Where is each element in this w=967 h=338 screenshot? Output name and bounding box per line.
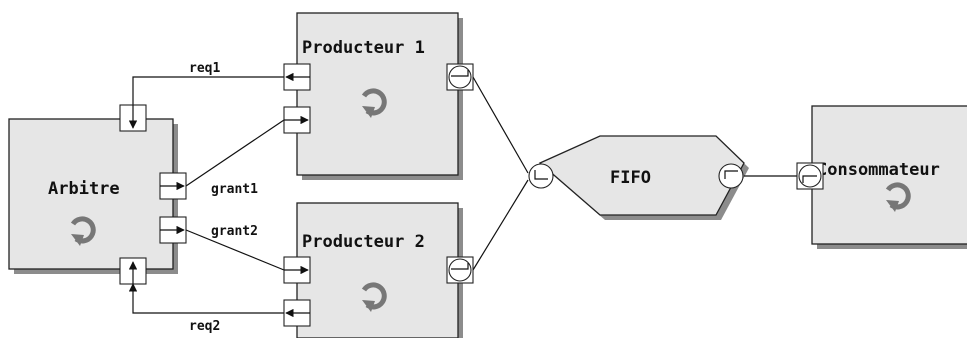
producteur2-title: Producteur 2 (302, 232, 425, 252)
arbitre-component: Arbitre (8, 118, 178, 274)
consommateur-fifo-port (796, 162, 824, 190)
producteur1-grant1-port (283, 106, 311, 134)
producteur2-grant2-port (283, 256, 311, 284)
fifo-write-wire-2 (472, 179, 529, 271)
producteur1-req1-port (283, 63, 311, 91)
producteur2-component: Producteur 2 (296, 202, 463, 338)
fifo-in-port (528, 163, 554, 189)
req2-wire (128, 283, 284, 314)
req1-wire (128, 76, 284, 119)
arbitre-grant1-port (159, 172, 187, 200)
grant1-label: grant1 (211, 182, 258, 197)
grant1-wire (185, 119, 285, 187)
fifo-component: FIFO (538, 135, 749, 220)
arbitre-req2-port (119, 257, 147, 285)
req1-label: req1 (189, 61, 220, 76)
req2-label: req2 (189, 319, 220, 334)
arbitre-req1-port (119, 104, 147, 132)
arbitre-grant2-port (159, 216, 187, 244)
fifo-write-wire-1 (472, 76, 529, 174)
producteur1-component: Producteur 1 (296, 12, 463, 180)
producteur2-fifo-port (446, 256, 474, 284)
fifo-title: FIFO (610, 168, 651, 188)
grant2-label: grant2 (211, 224, 258, 239)
producteur1-fifo-port (446, 63, 474, 91)
fifo-out-port (718, 163, 744, 189)
producteur1-title: Producteur 1 (302, 38, 425, 58)
consommateur-title: Consommateur (817, 160, 940, 180)
producteur2-req2-port (283, 299, 311, 327)
consommateur-component: Consommateur (811, 105, 967, 249)
arbitre-title: Arbitre (48, 179, 120, 199)
grant2-wire (185, 229, 285, 271)
